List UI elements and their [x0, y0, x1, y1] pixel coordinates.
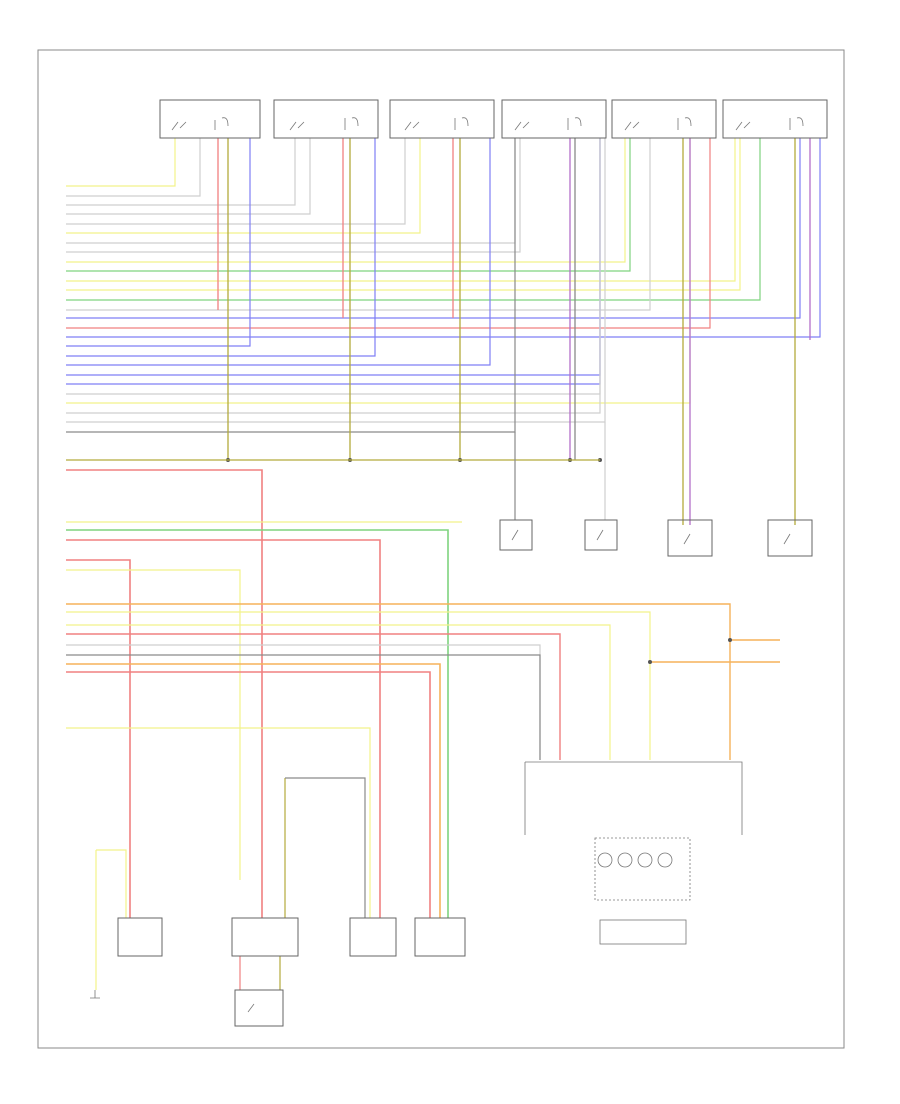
wire-55	[66, 611, 651, 760]
wire-17	[66, 138, 821, 338]
wire-20	[66, 138, 491, 366]
wire-2	[66, 138, 201, 197]
wire-7	[66, 138, 516, 244]
bottom-component-2[interactable]	[231, 917, 299, 957]
wire-4	[66, 138, 311, 215]
wire-56	[66, 624, 611, 760]
wire-57	[66, 633, 561, 760]
wire-26	[66, 138, 606, 423]
fuse-relay-block[interactable]	[594, 837, 691, 945]
wire-8	[66, 138, 521, 253]
wire-50	[66, 529, 449, 918]
right-sensor-1[interactable]	[499, 519, 533, 551]
control-module[interactable]	[524, 761, 743, 835]
bottom-component-4[interactable]	[414, 917, 466, 957]
sensor-1[interactable]	[159, 99, 261, 139]
bottom-component-group	[117, 917, 466, 1027]
wire-27	[66, 138, 516, 433]
wire-18	[66, 138, 251, 347]
wire-54	[66, 603, 731, 760]
wire-15	[66, 138, 801, 319]
wire-9	[66, 138, 626, 263]
bottom-component-5[interactable]	[234, 989, 284, 1027]
wire-11	[66, 138, 736, 282]
wire-1	[66, 138, 176, 187]
wire-19	[66, 138, 376, 357]
wire-58	[66, 644, 541, 760]
wire-62	[66, 727, 371, 918]
bottom-component-1[interactable]	[117, 917, 163, 957]
diagram-border	[37, 49, 845, 1049]
wire-67	[96, 849, 127, 918]
wire-60	[66, 663, 441, 918]
wire-53	[66, 569, 241, 880]
wire-61	[66, 671, 431, 918]
wire-12	[66, 138, 741, 291]
wire-25	[66, 138, 601, 414]
wire-52	[66, 559, 131, 918]
wire-70	[285, 777, 366, 918]
sensor-3[interactable]	[389, 99, 495, 139]
wire-16	[66, 138, 711, 329]
ground-symbols	[90, 990, 100, 999]
wire-51	[66, 539, 381, 918]
wire-59	[66, 654, 541, 760]
sensor-6[interactable]	[722, 99, 828, 139]
splice-65	[648, 660, 652, 664]
sensor-2[interactable]	[273, 99, 379, 139]
sensor-5[interactable]	[611, 99, 717, 139]
right-sensor-2[interactable]	[584, 519, 618, 551]
wire-13	[66, 138, 761, 301]
wire-14	[66, 138, 651, 311]
right-sensor-3[interactable]	[667, 519, 713, 557]
bottom-component-3[interactable]	[349, 917, 397, 957]
wire-layer	[66, 138, 821, 990]
splice-66	[728, 638, 732, 642]
right-sensor-group	[499, 519, 813, 557]
wire-5	[66, 138, 406, 225]
top-sensor-group	[159, 99, 828, 139]
wire-10	[66, 138, 631, 272]
right-sensor-4[interactable]	[767, 519, 813, 557]
wire-3	[66, 138, 296, 206]
wire-46	[66, 469, 263, 918]
sensor-4[interactable]	[501, 99, 607, 139]
wire-6	[66, 138, 421, 234]
